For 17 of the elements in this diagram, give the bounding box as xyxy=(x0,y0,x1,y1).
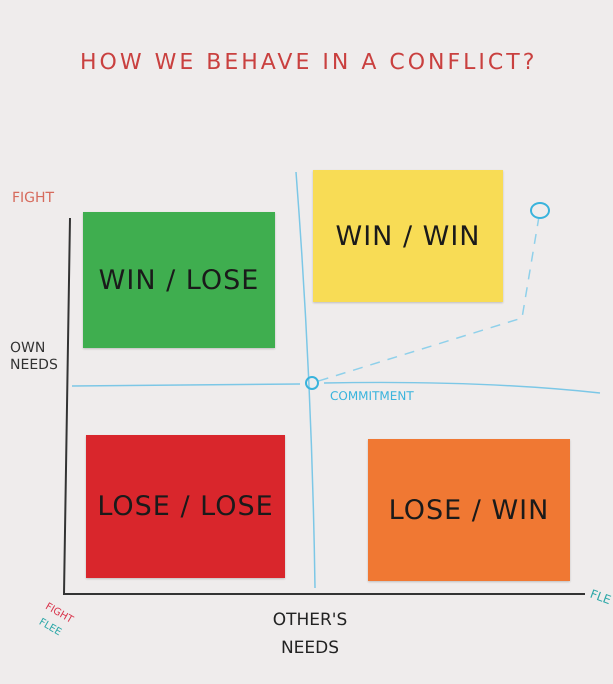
title: HOW WE BEHAVE IN A CONFLICT? xyxy=(80,50,538,75)
small-circle xyxy=(530,202,550,219)
small-circle xyxy=(305,376,319,390)
note-text: WIN / WIN xyxy=(336,220,480,252)
sticky-note xyxy=(83,212,275,348)
axis-label: OTHER'S NEEDS xyxy=(272,609,348,660)
sticky-note xyxy=(313,170,503,302)
note-text: LOSE / LOSE xyxy=(97,491,274,522)
dashed-line xyxy=(318,218,540,382)
axis-label: FLE xyxy=(588,586,613,608)
sticky-note xyxy=(86,435,285,578)
note-text: LOSE / WIN xyxy=(388,494,550,526)
axis-label: COMMITMENT xyxy=(330,389,414,403)
axis-label: FIGHT xyxy=(12,190,54,206)
note-text: WIN / LOSE xyxy=(98,264,260,296)
axis-label: OWN NEEDS xyxy=(10,340,59,374)
sticky-note xyxy=(368,439,570,581)
